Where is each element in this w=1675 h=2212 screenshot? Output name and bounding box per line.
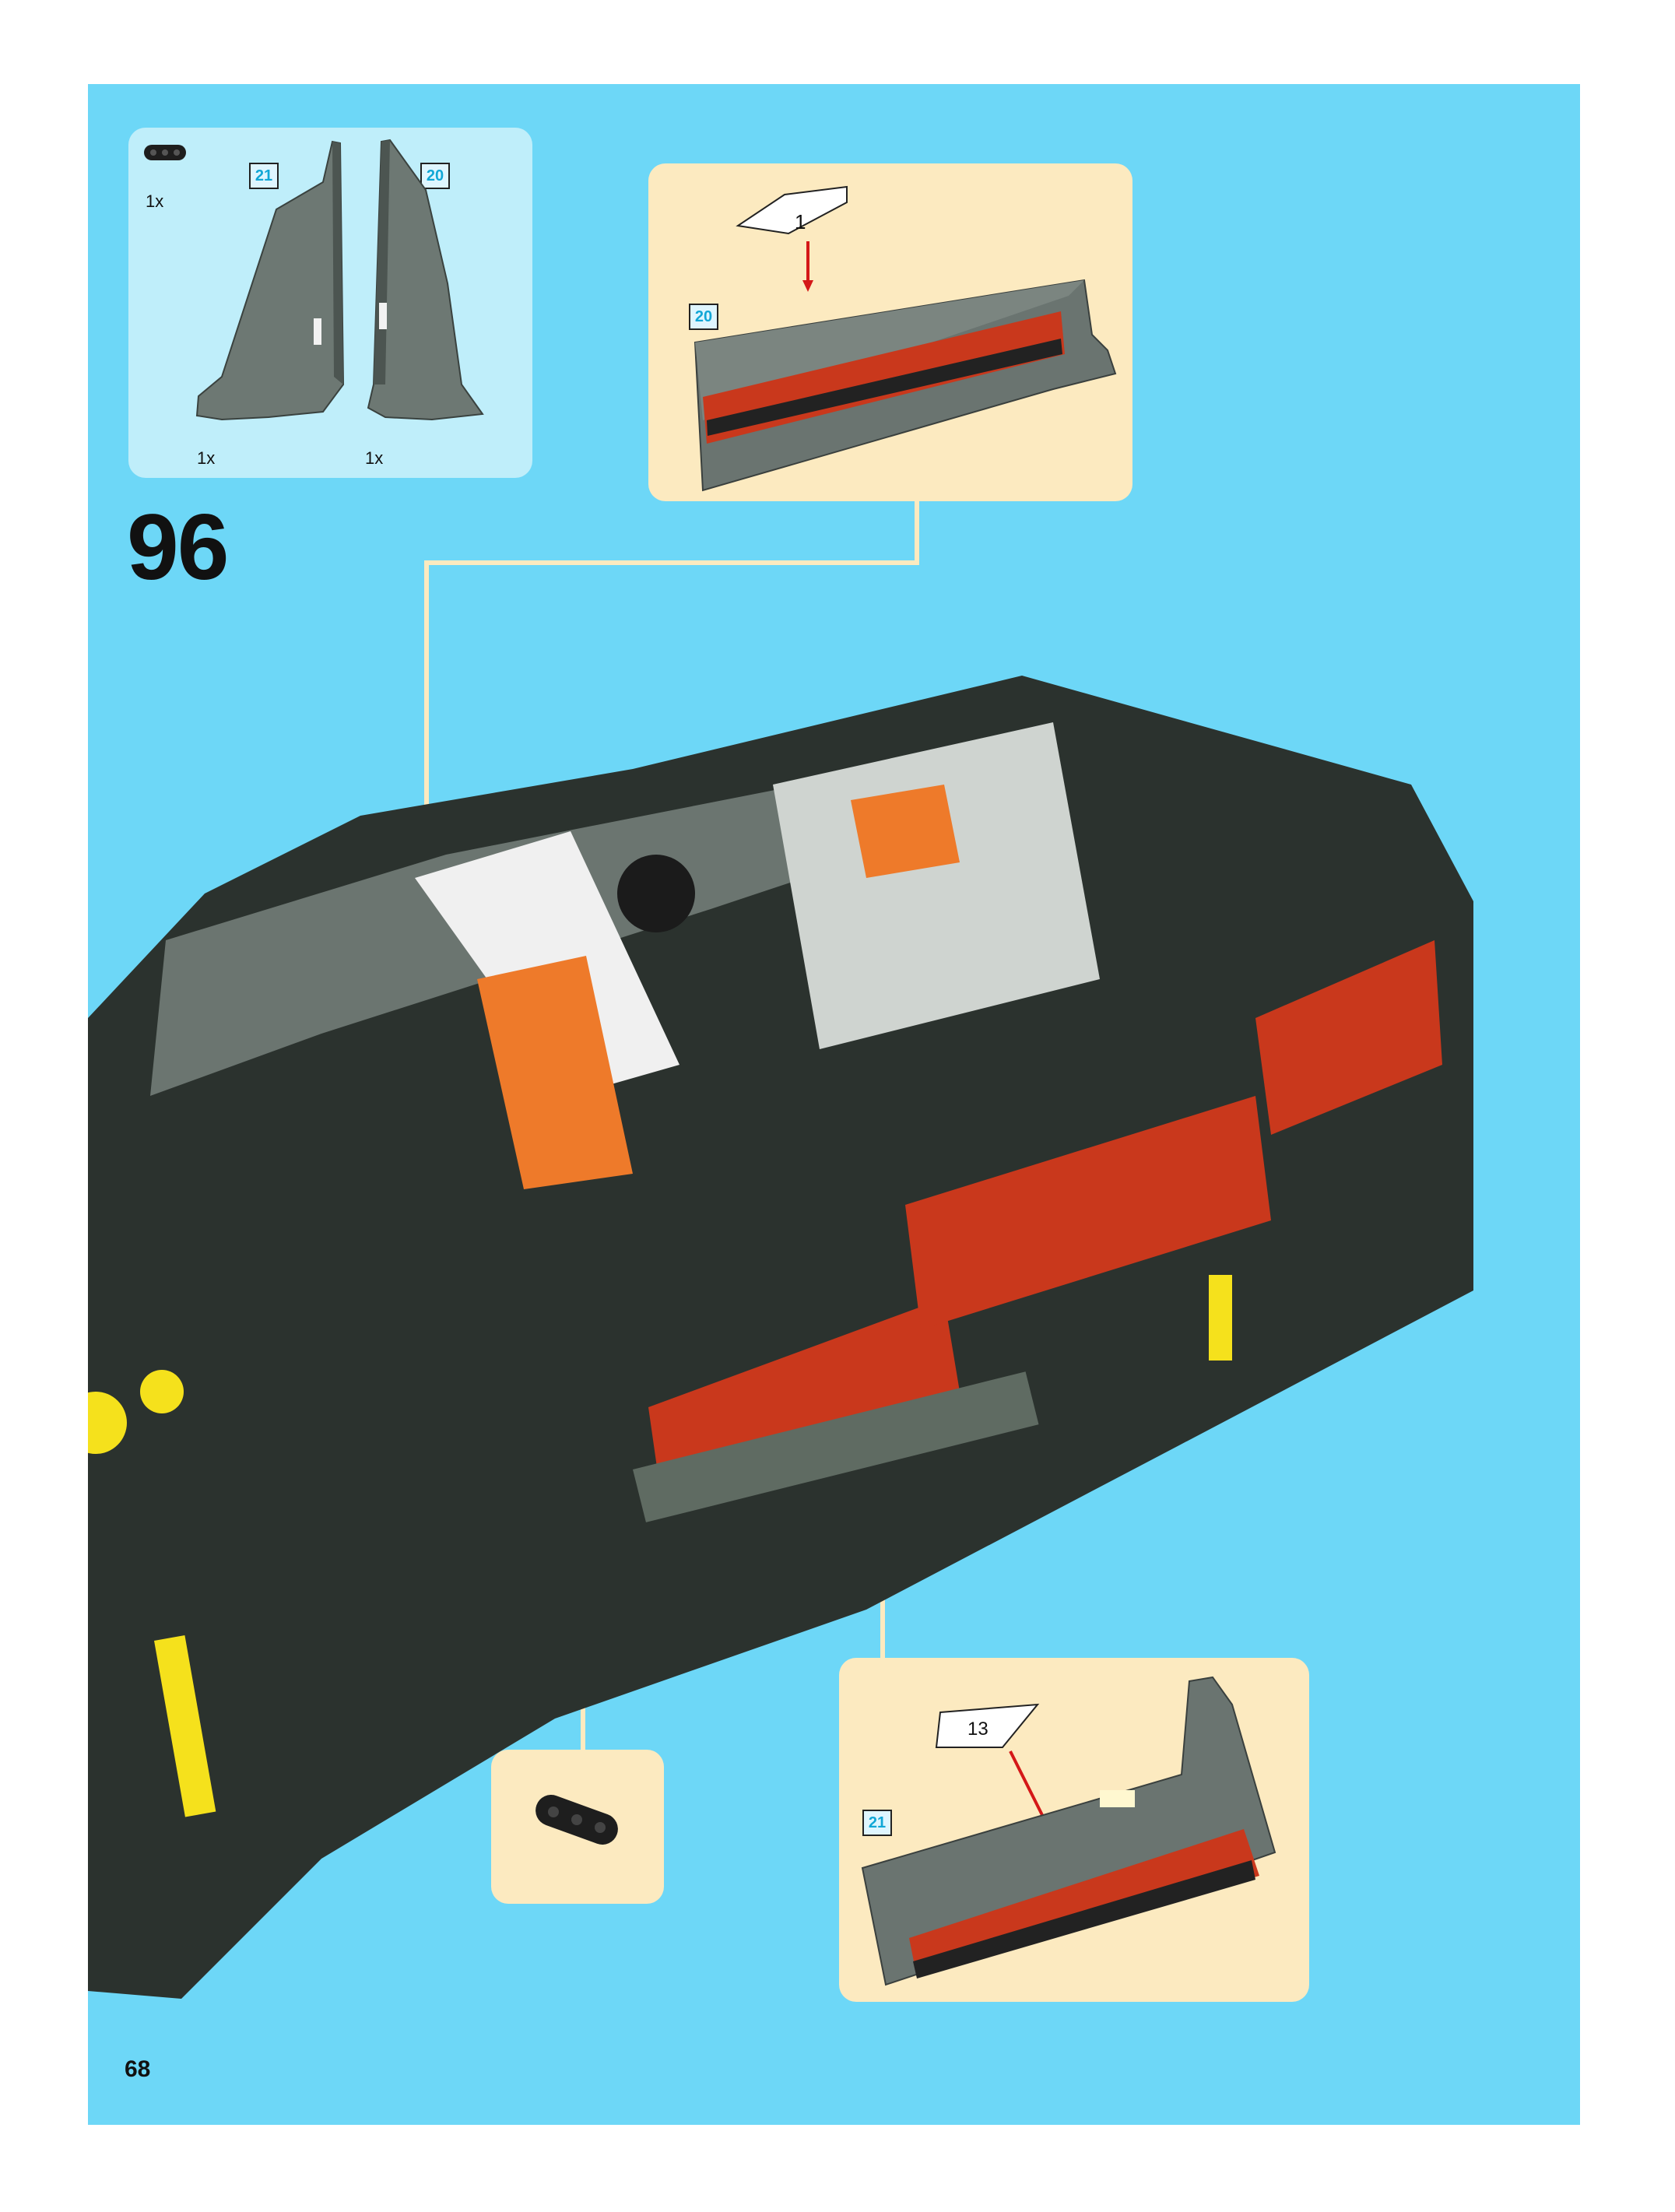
sticker-number-13: 13 xyxy=(967,1719,988,1740)
callout-beam xyxy=(491,1750,664,1904)
page-number: 68 xyxy=(125,2056,150,2083)
beam-callout-icon xyxy=(491,1750,664,1904)
callout-bottom: 21 13 xyxy=(839,1658,1309,2002)
instruction-page: 1x 21 1x 20 1x 96 20 1 xyxy=(88,84,1580,2125)
sticker-panel-21-icon xyxy=(839,1658,1309,2002)
vehicle-model-illustration xyxy=(88,84,1580,2125)
